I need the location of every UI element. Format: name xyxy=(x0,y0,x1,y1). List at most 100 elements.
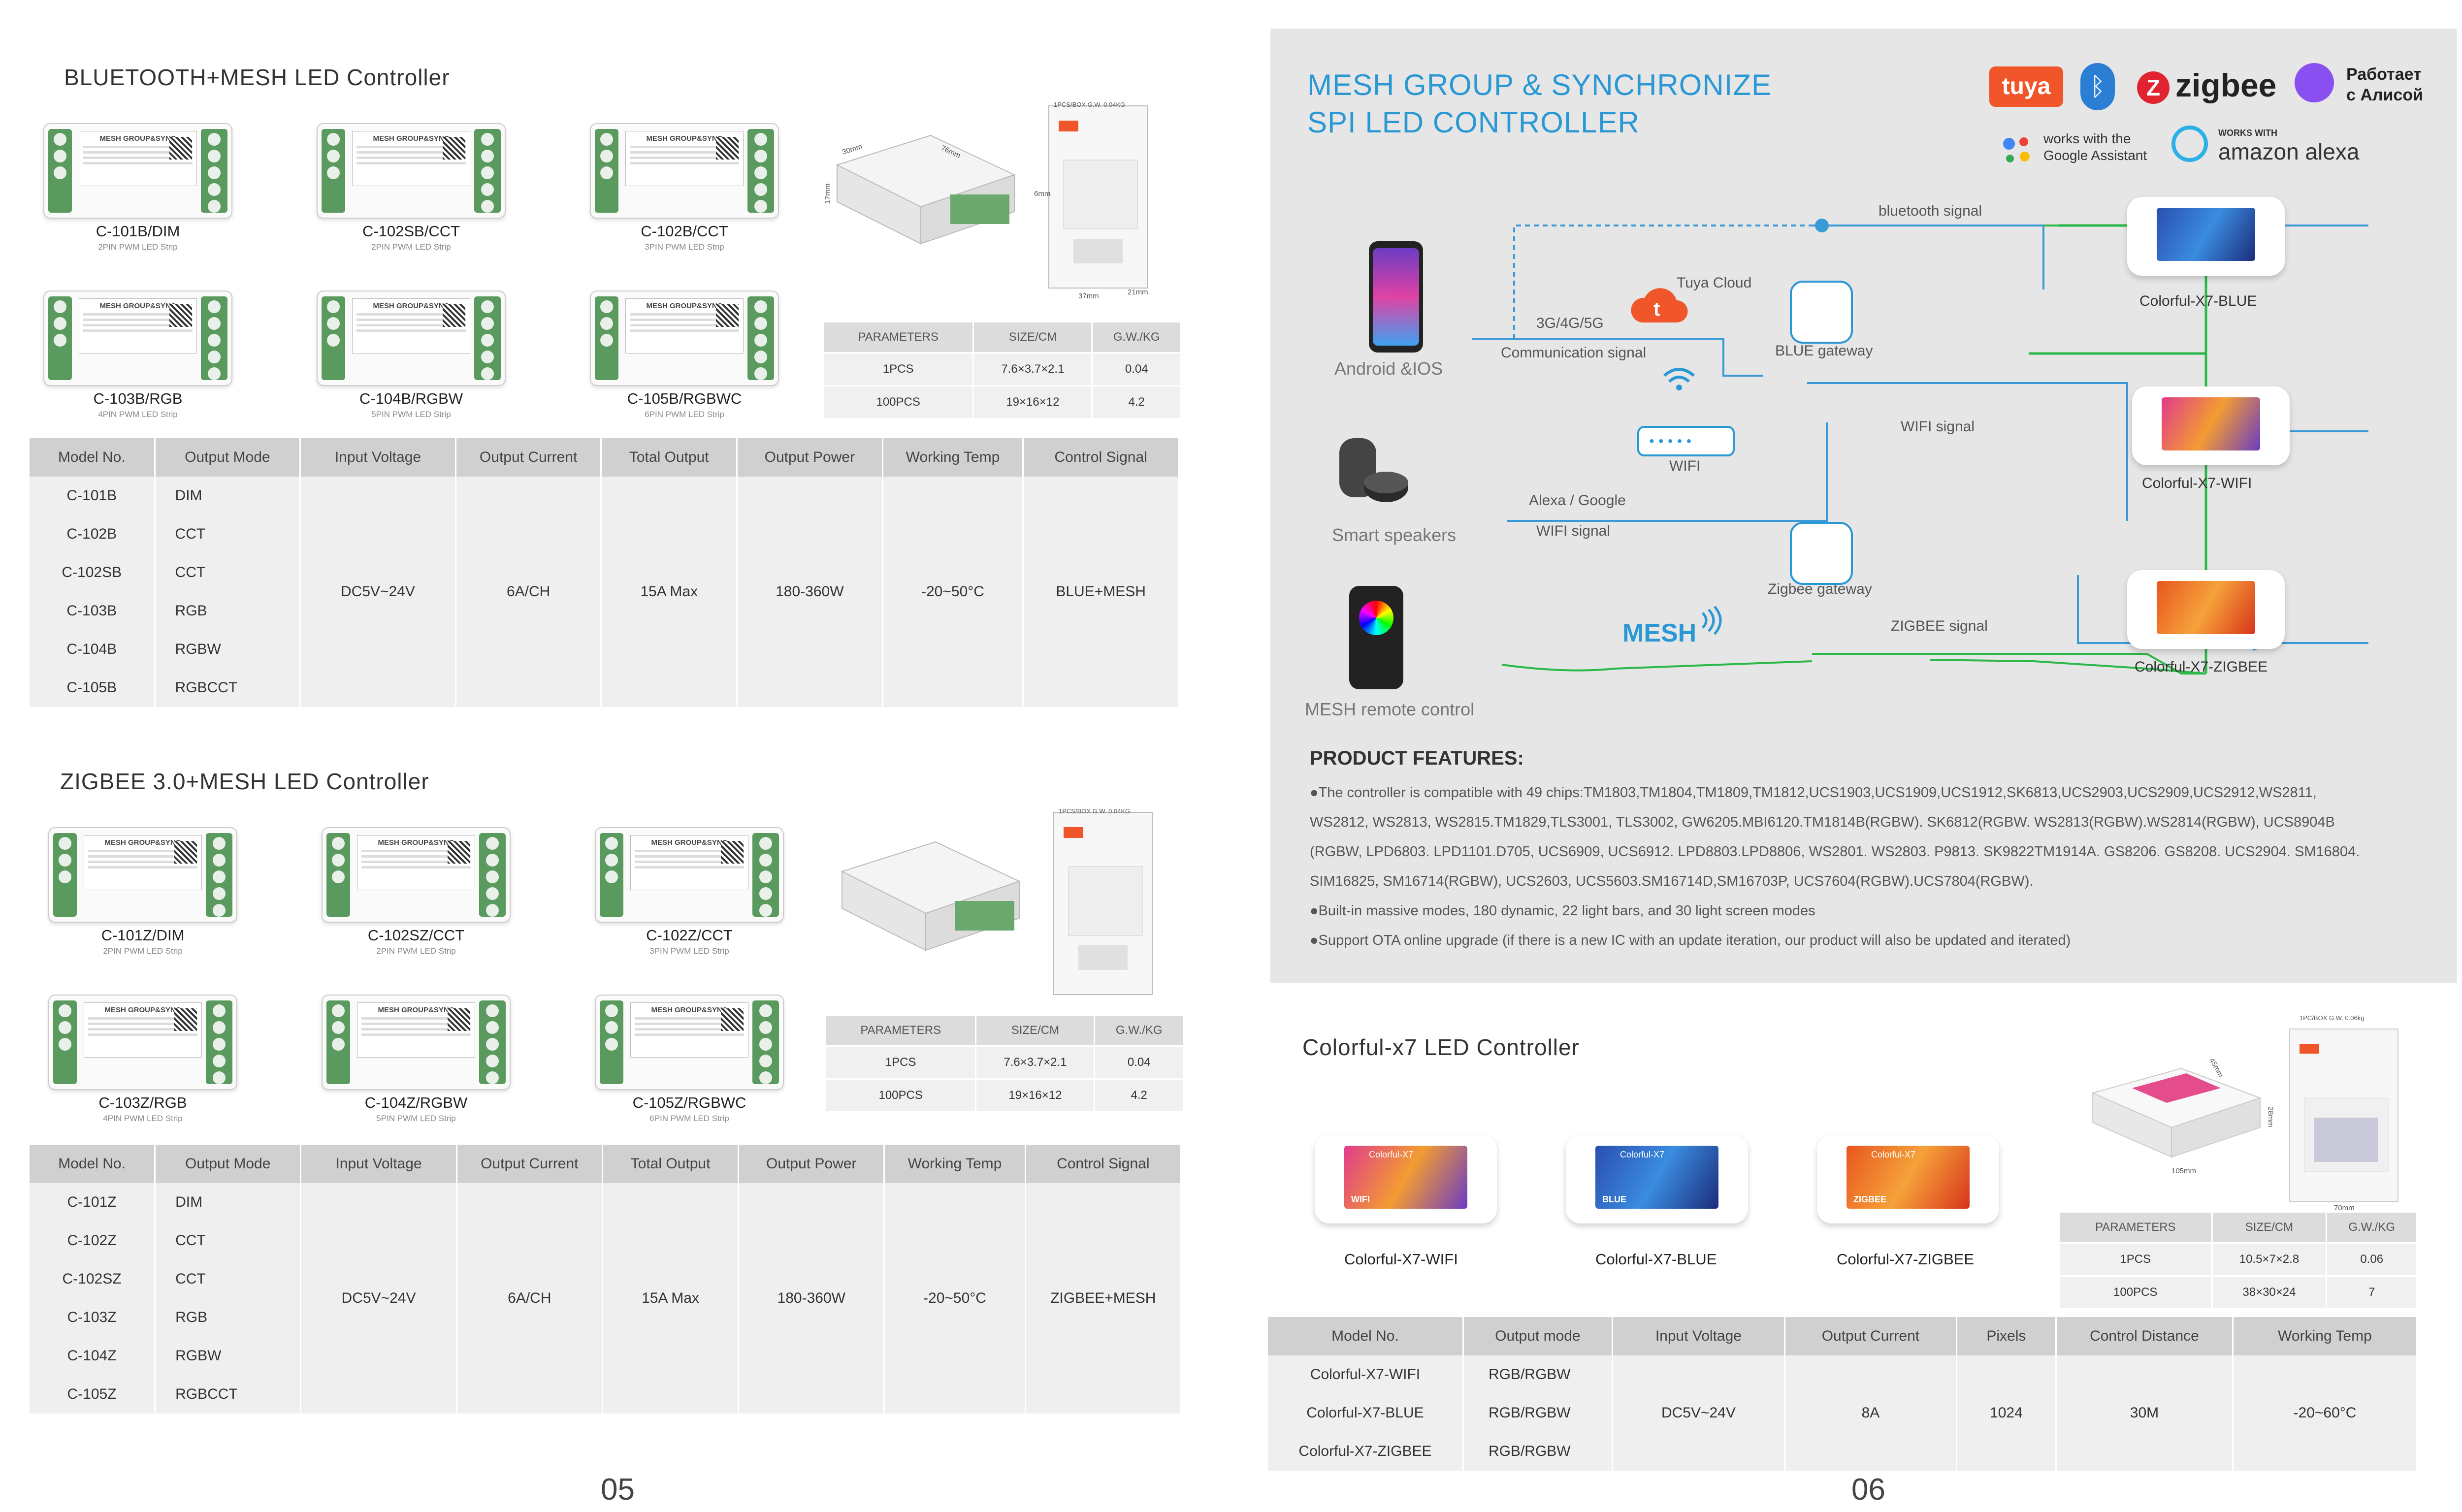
zb-spec-table: Model No. Output Mode Input Voltage Outp… xyxy=(30,1145,1182,1414)
mode-cell: RGB/RGBW xyxy=(1488,1405,1571,1421)
param-header: SIZE/CM xyxy=(972,321,1093,354)
spec-header: Output Current xyxy=(1784,1317,1957,1355)
features-title: PRODUCT FEATURES: xyxy=(1310,747,1524,769)
mode-cell: DIM xyxy=(175,1194,203,1210)
title-line-2: SPI LED CONTROLLER xyxy=(1307,106,1640,139)
spec-header: Output Mode xyxy=(155,438,301,477)
x7-dim-d: 70mm xyxy=(2334,1204,2355,1212)
mode-cell: RGB xyxy=(175,603,207,619)
x7-screen-tag: WIFI xyxy=(1351,1194,1370,1204)
alice-icon xyxy=(2295,63,2334,102)
qr-code-icon xyxy=(448,1008,470,1031)
param-header: PARAMETERS xyxy=(822,321,974,354)
param-header: PARAMETERS xyxy=(824,1014,977,1047)
alexa-logo: WORKS WITH amazon alexa xyxy=(2218,128,2359,165)
product-subtitle: 6PIN PWM LED Strip xyxy=(649,1114,729,1123)
x7-zigbee-output xyxy=(2127,570,2285,649)
device-label: MESH GROUP&SYNC xyxy=(99,134,176,143)
spec-header: Control Distance xyxy=(2056,1317,2234,1355)
product-name: C-104B/RGBW xyxy=(359,390,463,407)
feature-line: WS2812, WS2813, WS2815.TM1829,TLS3001, T… xyxy=(1310,814,2335,830)
qr-code-icon xyxy=(443,137,465,160)
param-cell: 4.2 xyxy=(1091,385,1182,419)
param-cell: 38×30×24 xyxy=(2211,1275,2328,1310)
bluetooth-signal-label: bluetooth signal xyxy=(1879,203,1982,219)
x7-blue-product: Colorful-X7 BLUE xyxy=(1566,1135,1748,1223)
param-cell: 0.04 xyxy=(1091,352,1182,386)
feature-line: ●Built-in massive modes, 180 dynamic, 22… xyxy=(1310,903,1815,919)
voltage-cell: DC5V~24V xyxy=(300,1183,457,1414)
feature-line: ●The controller is compatible with 49 ch… xyxy=(1310,785,2317,801)
bt-dim-e: 37mm xyxy=(1078,292,1099,300)
product-subtitle: 4PIN PWM LED Strip xyxy=(98,410,178,419)
zb-package-drawing xyxy=(841,812,1153,995)
qr-code-icon xyxy=(716,304,739,327)
x7-package-image: 1PC/BOX G.W. 0.06kg 45mm 105mm 28mm 70mm xyxy=(2073,1014,2428,1212)
param-cell: 1PCS xyxy=(822,352,974,386)
product-name: C-103Z/RGB xyxy=(98,1094,187,1111)
product-subtitle: 6PIN PWM LED Strip xyxy=(645,410,724,419)
x7-param-table: PARAMETERS SIZE/CM G.W./KG 1PCS 10.5×7×2… xyxy=(2058,1211,2418,1310)
qr-code-icon xyxy=(443,304,465,327)
param-cell: 4.2 xyxy=(1094,1078,1184,1113)
bt-dim-f: 21mm xyxy=(1128,288,1148,296)
product-subtitle: 2PIN PWM LED Strip xyxy=(98,242,178,252)
device-label: MESH GROUP&SYNC xyxy=(373,302,450,310)
mesh-label: MESH xyxy=(1622,619,1697,647)
param-cell: 10.5×7×2.8 xyxy=(2211,1242,2328,1277)
feature-line: ●Support OTA online upgrade (if there is… xyxy=(1310,933,2071,948)
model-cell: C-104B xyxy=(66,641,117,657)
mode-cell: CCT xyxy=(175,1232,206,1249)
x7-dim-c: 28mm xyxy=(2266,1106,2275,1127)
x7-blue-output xyxy=(2127,197,2285,276)
spec-header: Working Temp xyxy=(2233,1317,2418,1355)
page-title: MESH GROUP & SYNCHRONIZE SPI LED CONTROL… xyxy=(1307,66,1772,141)
page-number-right: 06 xyxy=(1851,1473,1885,1507)
param-header: G.W./KG xyxy=(2326,1211,2418,1244)
param-cell: 19×16×12 xyxy=(972,385,1093,419)
bt-package-drawing xyxy=(836,105,1148,289)
zb-section-title: ZIGBEE 3.0+MESH LED Controller xyxy=(60,769,429,794)
x7-zigbee-product: Colorful-X7 ZIGBEE xyxy=(1817,1135,1999,1223)
diagram-panel xyxy=(1270,29,2457,983)
param-cell: 100PCS xyxy=(822,385,974,419)
model-cell: C-102B xyxy=(66,526,117,542)
mode-cell: DIM xyxy=(175,487,202,504)
zigbee-signal-label: ZIGBEE signal xyxy=(1891,618,1988,634)
speakers-label: Smart speakers xyxy=(1332,525,1457,545)
temp-cell: -20~50°C xyxy=(884,1183,1026,1414)
x7-wifi-name: Colorful-X7-WIFI xyxy=(1344,1251,1458,1268)
spec-header: Output Current xyxy=(456,1145,603,1183)
controller-device: MESH GROUP&SYNC xyxy=(595,995,784,1090)
qr-code-icon xyxy=(174,1008,197,1031)
alexa-line-1: WORKS WITH xyxy=(2218,128,2277,138)
spec-header: Model No. xyxy=(1268,1317,1464,1355)
current-cell: 6A/CH xyxy=(455,477,602,707)
qr-code-icon xyxy=(721,1008,744,1031)
title-line-1: MESH GROUP & SYNCHRONIZE xyxy=(1307,68,1772,101)
remote-label: MESH remote control xyxy=(1305,699,1475,719)
spec-header: Control Signal xyxy=(1025,1145,1182,1183)
spec-header: Output Mode xyxy=(155,1145,302,1183)
signal-cell: BLUE+MESH xyxy=(1023,477,1179,707)
x7-brand: Colorful-X7 xyxy=(1369,1150,1414,1159)
product-subtitle: 3PIN PWM LED Strip xyxy=(645,242,724,252)
product-subtitle: 2PIN PWM LED Strip xyxy=(376,946,456,956)
bt-dim-d: 6mm xyxy=(1034,190,1051,198)
device-label: MESH GROUP&SYNC xyxy=(378,1006,454,1014)
param-cell: 7 xyxy=(2326,1275,2418,1310)
controller-device: MESH GROUP&SYNC xyxy=(43,290,232,386)
x7-spec-table: Model No. Output mode Input Voltage Outp… xyxy=(1268,1317,2418,1471)
current-cell: 6A/CH xyxy=(456,1183,603,1414)
comm-signal-label: Communication signal xyxy=(1501,345,1647,361)
x7-brand: Colorful-X7 xyxy=(1871,1150,1916,1159)
wifi-label: WIFI xyxy=(1669,458,1701,474)
model-cell: C-102SB xyxy=(62,564,122,580)
out-zigbee-label: Colorful-X7-ZIGBEE xyxy=(2135,659,2268,675)
alice-line-1: Работает xyxy=(2346,65,2422,84)
